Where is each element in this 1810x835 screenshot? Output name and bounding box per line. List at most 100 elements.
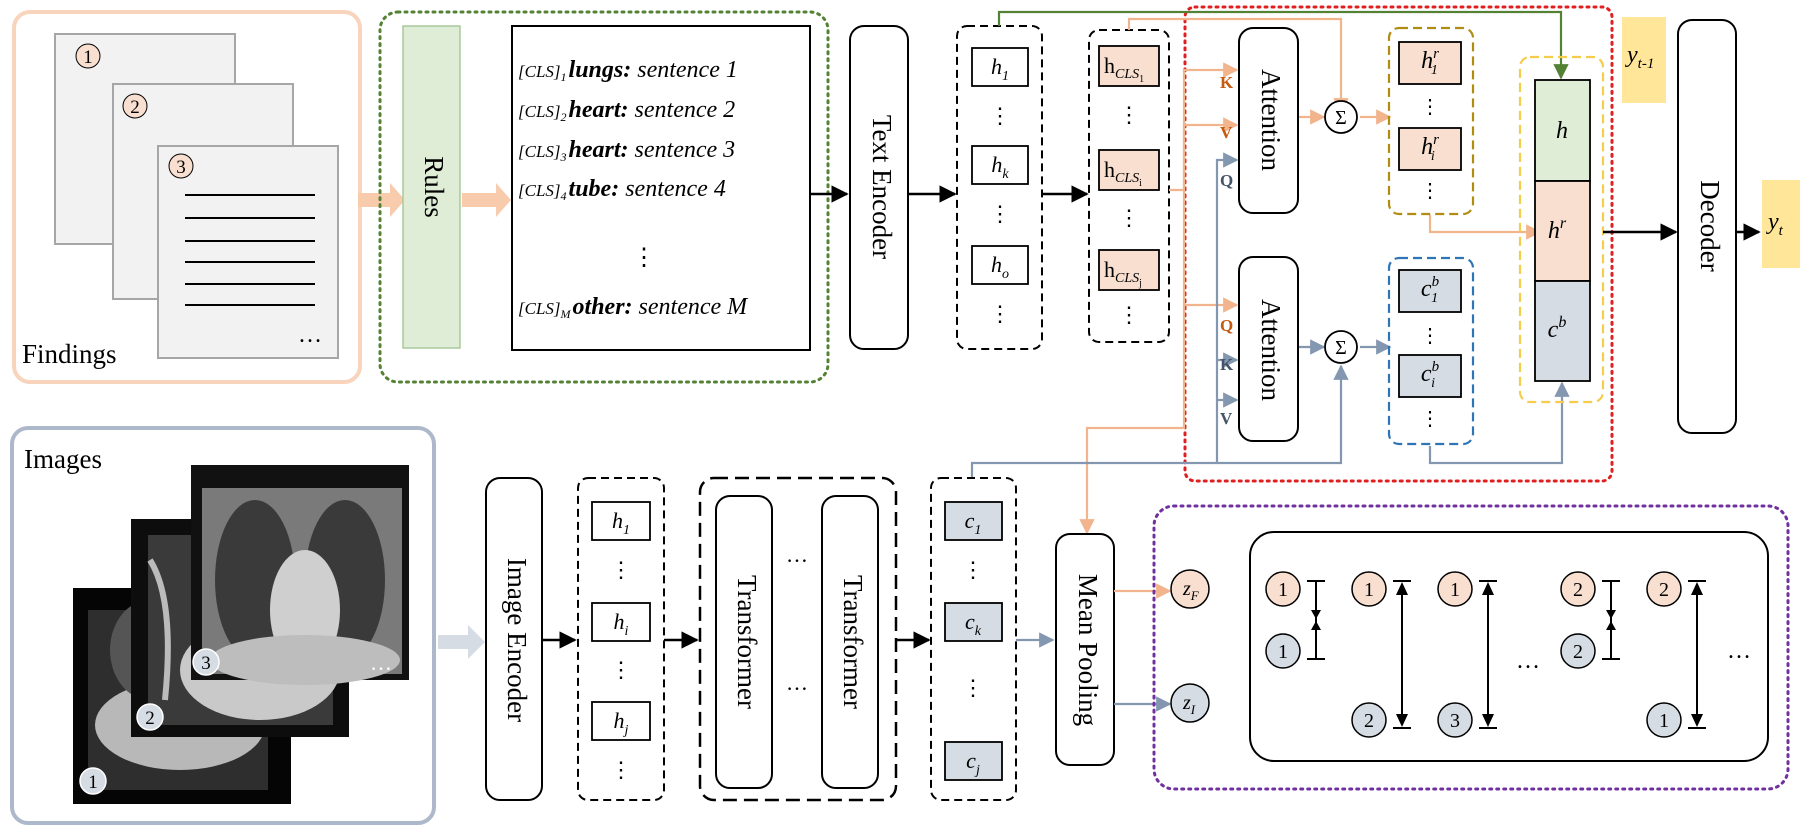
mean-pooling-box [1055,533,1115,766]
vdots-group: ⋮⋮ [1420,325,1440,430]
finding-doc-3 [157,145,339,359]
pair-image-node [1351,702,1387,738]
svg-text:⋮: ⋮ [610,657,632,682]
sum-node-bottom [1324,330,1358,364]
doc-number-badge [122,93,148,119]
transformer-block-1 [715,495,773,789]
images-panel [10,426,436,825]
output-token-label: yt [1766,209,1784,239]
image-hidden-cell [591,501,651,541]
text-hidden-cell [971,47,1029,87]
svg-text:⋮: ⋮ [1420,408,1440,430]
hr-stack [1387,26,1475,216]
z-images-label: zI [1182,692,1196,717]
cb-cell [1398,269,1462,313]
svg-text:⋮: ⋮ [1118,102,1140,127]
cls-to-attention-lines [1079,17,1542,535]
contrastive-region [1152,504,1790,791]
rules-label: Rules [419,156,449,218]
pairs-ellipsis: … [1727,638,1751,664]
rules-to-sentences-arrow [462,183,511,217]
image-hidden-label: h1 [612,508,630,538]
pair-group: 12 [1351,571,1411,738]
pair-image-index: 1 [1659,710,1669,732]
cls-hidden-cell [1098,249,1160,291]
sentence-row: [CLS]Mother: sentence M [518,294,749,321]
images-title: Images [24,444,102,474]
text-encoder-label: Text Encoder [867,115,897,259]
pair-findings-node [1351,571,1387,607]
pair-image-node [1560,633,1596,669]
image-feature-cell [944,602,1003,642]
image-number-badge [79,767,107,795]
pair-image-index: 2 [1573,641,1583,663]
cb-cell [1398,354,1462,398]
text-encoder-box [849,25,909,350]
image-hidden-cell [591,602,651,642]
sum-symbol: Σ [1335,107,1347,129]
attention-top-label: Attention [1256,69,1286,171]
text-hidden-label: ho [991,252,1009,282]
vdots-group: ⋮⋮⋮ [989,103,1011,326]
z-findings-label: zF [1182,578,1200,603]
z-images-node [1170,683,1210,723]
sum-node-top [1324,100,1358,134]
image-feature-label: c1 [965,508,982,538]
output-token-box [1762,180,1800,268]
svg-text:⋮: ⋮ [1118,302,1140,327]
transformer-ellipsis: … [786,670,808,695]
text-hidden-cell [971,245,1029,285]
findings-to-rules-arrow [358,183,405,217]
image-number: 3 [201,653,211,674]
pair-image-node [1437,702,1473,738]
attention-top-q-label: Q [1220,171,1233,190]
sentence-list: [CLS]1lungs: sentence 1[CLS]2heart: sent… [518,57,749,321]
vdots-group: ⋮⋮ [962,557,984,700]
sentence-vdots: ⋮ [632,245,656,271]
pair-findings-index: 1 [1450,579,1460,601]
sum-symbol: Σ [1335,337,1347,359]
concat-group [1518,55,1605,404]
pair-group: 13 [1437,571,1497,738]
concat-hr-cell [1534,180,1591,282]
decoder-box [1677,19,1737,434]
sentence-row: [CLS]2heart: sentence 2 [518,97,735,124]
pair-image-node [1646,702,1682,738]
attention-bottom-q-label: Q [1220,316,1233,335]
concat-cb-label: cb [1548,314,1567,343]
image-feature-cell [944,501,1003,541]
pair-group: 21 [1646,571,1706,738]
svg-text:⋮: ⋮ [1420,325,1440,347]
mean-pooling-label: Mean Pooling [1073,574,1103,726]
image-feature-label: ck [965,609,982,639]
xray-image-2-rib [147,558,171,701]
pair-findings-node [1265,571,1301,607]
image-number: 1 [88,772,98,793]
image-encoder-label: Image Encoder [502,558,532,722]
rules-region [378,10,830,384]
svg-text:⋮: ⋮ [989,103,1011,128]
image-hidden-label: hi [614,609,629,639]
vdots-group: ⋮⋮⋮ [610,557,632,782]
text-hidden-cell [971,145,1029,185]
image-number-badge [192,648,220,676]
vdots-group: ⋮⋮ [1420,96,1440,202]
image-hidden-label: hj [614,708,629,738]
attention-top-box [1238,27,1299,214]
pair-image-index: 3 [1450,710,1460,732]
sentence-box [511,25,811,351]
rules-box [402,25,461,349]
cls-hidden-label: hCLSj [1104,257,1142,289]
transformer-ellipsis: … [786,542,808,567]
hr-cell [1398,127,1462,171]
hr-cell [1398,41,1462,85]
cls-hidden-cell [1098,149,1160,191]
doc-ellipsis: … [298,322,322,348]
sentence-row: [CLS]3heart: sentence 3 [518,137,735,164]
